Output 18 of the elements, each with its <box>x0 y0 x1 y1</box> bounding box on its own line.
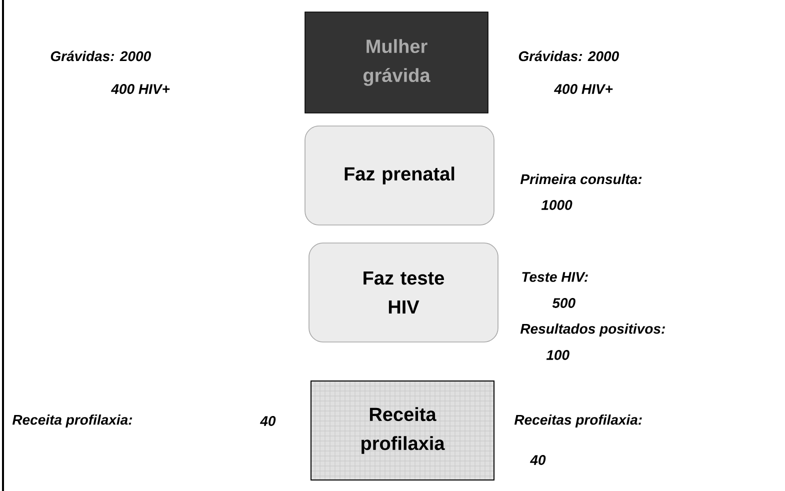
data-label: Teste HIV: <box>522 272 588 282</box>
data-label: Receitas profilaxia: <box>514 414 642 428</box>
data-label: Grávidas: 2000 <box>518 50 619 62</box>
rounded-box: Faz prenatal <box>304 126 494 226</box>
data-label: Primeira consulta: <box>520 174 642 184</box>
data-label: 40 <box>260 416 276 426</box>
data-label: Receita profilaxia: <box>12 414 132 428</box>
data-label: 40 <box>530 455 546 465</box>
data-label: Resultados positivos: <box>520 323 665 337</box>
dark-box: Mulher grávida <box>304 12 488 114</box>
rounded-box: Faz teste HIV <box>308 242 498 342</box>
data-label: 100 <box>546 350 570 360</box>
data-label: 400 HIV+ <box>110 84 170 94</box>
data-label: 500 <box>552 298 576 308</box>
process-box: Receita profilaxia <box>310 380 494 480</box>
data-label: 1000 <box>541 200 572 210</box>
data-label: Grávidas: 2000 <box>50 50 151 62</box>
data-label: 400 HIV+ <box>554 84 613 94</box>
